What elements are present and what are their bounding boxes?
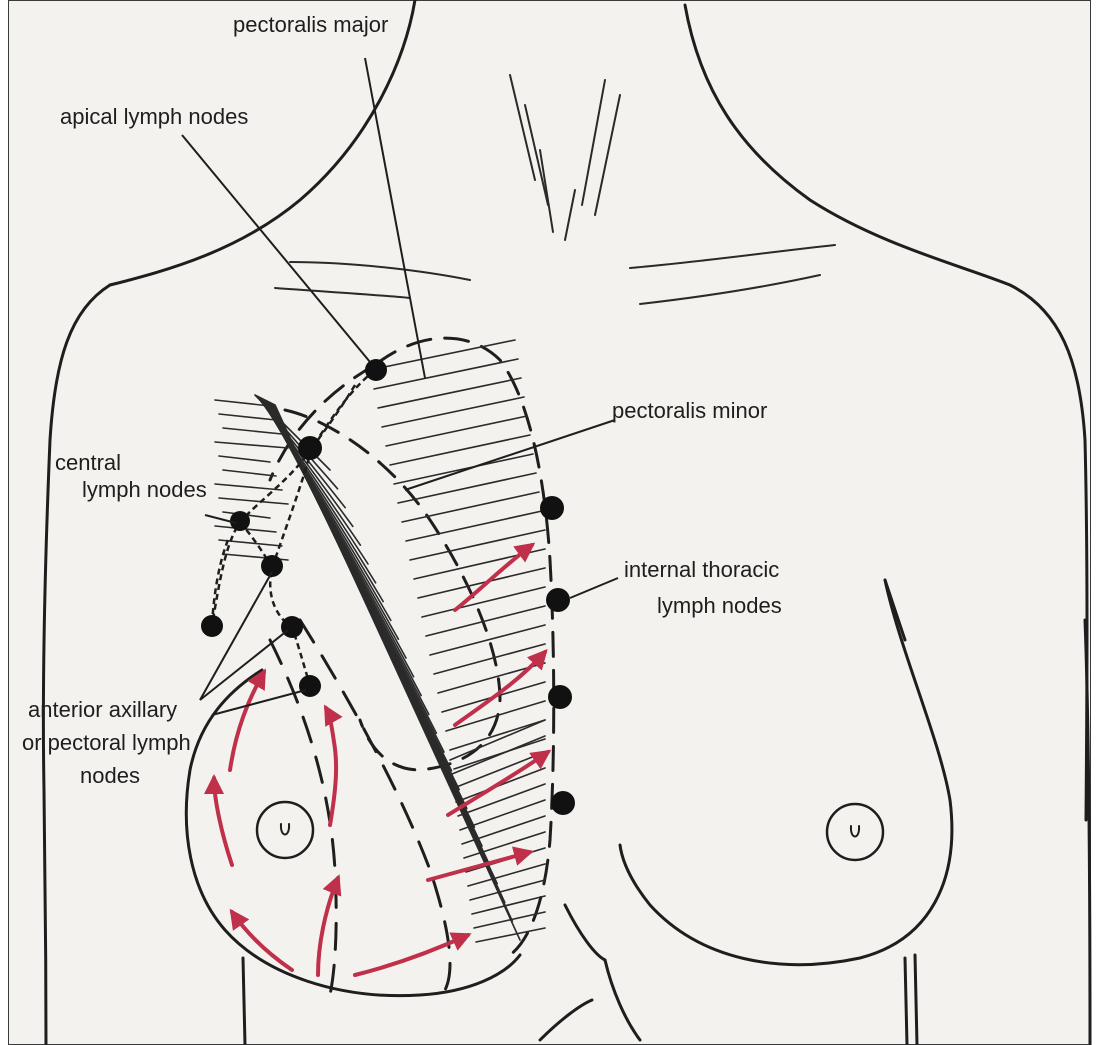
internal-thoracic-node: [551, 791, 575, 815]
left-neck-line: [110, 0, 415, 285]
pectoral-node: [299, 675, 321, 697]
fiber-line: [223, 470, 276, 476]
leader-apical: [182, 135, 370, 362]
internal-thoracic-node: [548, 685, 572, 709]
fiber-line: [418, 568, 545, 598]
fiber-line: [386, 416, 527, 446]
left-shoulder-line: [43, 285, 110, 1045]
internal-thoracic-node: [546, 588, 570, 612]
muscle-fiber-hatching: [215, 340, 545, 942]
cleavage-line: [565, 905, 605, 960]
central-node: [230, 511, 250, 531]
fiber-line: [378, 378, 521, 408]
flow-arrow: [428, 852, 530, 880]
fiber-line: [390, 435, 530, 465]
fiber-line: [215, 442, 288, 448]
label-central-line1: central: [55, 450, 121, 475]
fiber-line: [382, 397, 524, 427]
leader-internal-thoracic: [570, 578, 618, 598]
breast-dashed-lobes: [270, 620, 450, 995]
apical-node: [365, 359, 387, 381]
fiber-line: [402, 492, 539, 522]
fiber-line: [394, 454, 533, 484]
fiber-line: [223, 428, 282, 434]
fiber-line: [422, 587, 545, 617]
right-clavicle-1: [630, 245, 835, 268]
left-breast: [186, 670, 520, 996]
fiber-line: [460, 800, 545, 830]
label-anterior-line3: nodes: [80, 763, 140, 788]
fiber-line: [414, 549, 545, 579]
flow-arrow: [230, 672, 264, 770]
label-central-line2: lymph nodes: [82, 477, 207, 502]
neck-strokes: [275, 75, 835, 304]
right-shoulder-line: [1010, 285, 1087, 820]
label-pectoralis-major: pectoralis major: [233, 12, 388, 37]
fiber-line: [410, 530, 545, 560]
flow-arrow: [214, 778, 232, 865]
right-clavicle-2: [640, 275, 820, 304]
fiber-line: [219, 498, 288, 504]
right-nipple: [827, 804, 883, 860]
right-torso-line: [905, 958, 907, 1045]
left-nipple: [257, 802, 313, 858]
right-arm-inner-line: [1085, 620, 1090, 1045]
left-torso-line: [243, 958, 245, 1045]
label-internal-thoracic-line2: lymph nodes: [657, 593, 782, 618]
fiber-line: [215, 484, 282, 490]
fiber-line: [219, 414, 276, 420]
fiber-line: [219, 456, 270, 462]
leader-anterior-1: [200, 630, 288, 700]
right-breast: [540, 580, 952, 1040]
label-internal-thoracic-line1: internal thoracic: [624, 557, 779, 582]
leader-anterior-3: [212, 690, 306, 715]
label-anterior-line2: or pectoral lymph: [22, 730, 191, 755]
pectoralis-major-outline: [270, 338, 554, 955]
label-apical-lymph-nodes: apical lymph nodes: [60, 104, 248, 129]
right-neck-line: [685, 5, 1010, 285]
internal-thoracic-node: [540, 496, 564, 520]
fiber-line: [450, 720, 545, 750]
pectoral-node: [201, 615, 223, 637]
central-node: [298, 436, 322, 460]
label-anterior-line1: anterior axillary: [28, 697, 177, 722]
left-clavicle-1: [290, 262, 470, 280]
fiber-line: [476, 928, 545, 942]
fiber-line: [398, 473, 536, 503]
right-torso-line-2: [915, 955, 917, 1045]
leader-pectoralis-major: [365, 58, 425, 378]
fiber-line: [430, 625, 545, 655]
flow-arrow: [448, 752, 548, 815]
label-pectoralis-minor: pectoralis minor: [612, 398, 767, 423]
fiber-line: [374, 359, 518, 389]
left-clavicle-2: [275, 288, 410, 298]
pectoral-node: [281, 616, 303, 638]
